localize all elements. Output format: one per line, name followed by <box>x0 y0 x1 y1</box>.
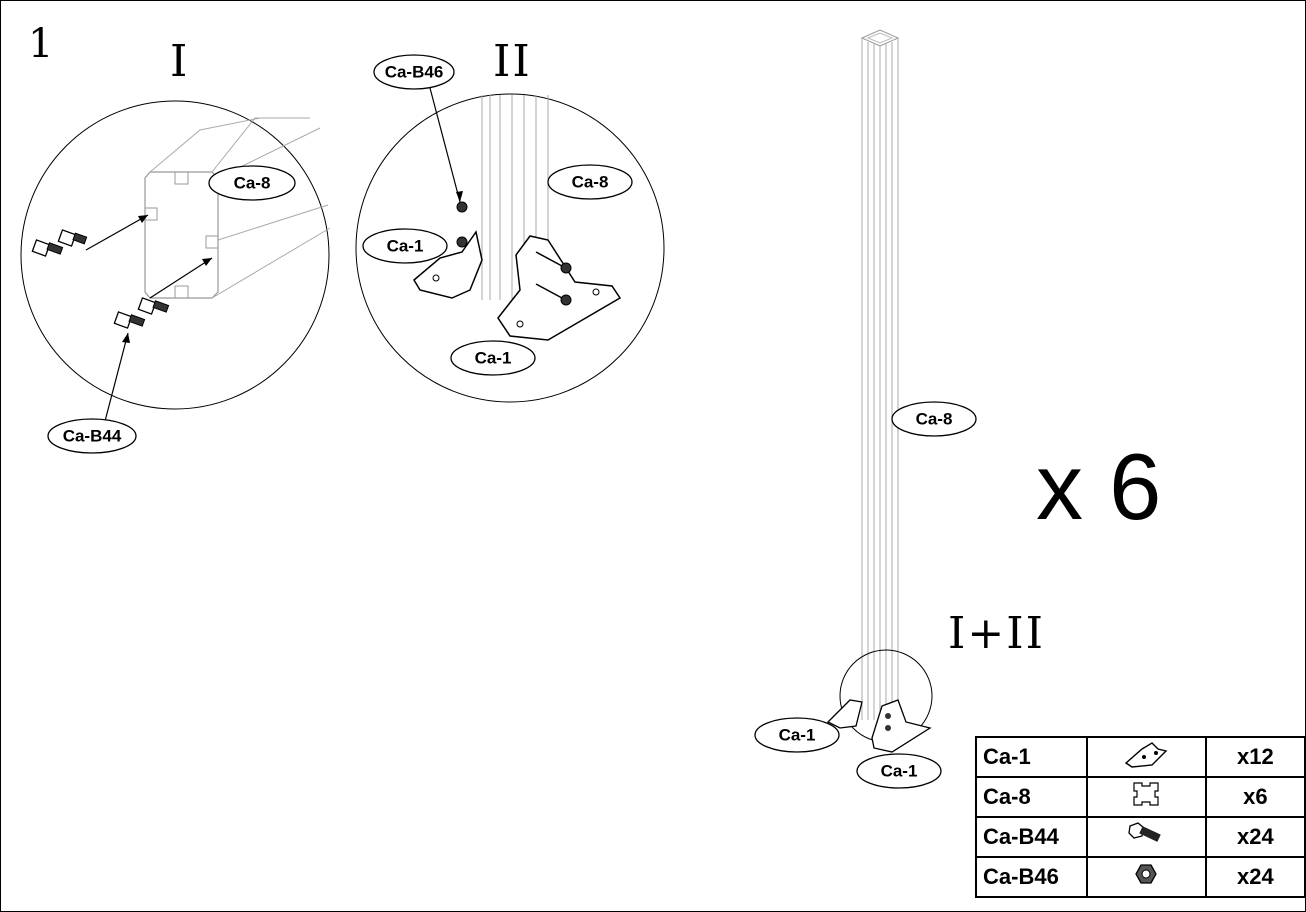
detail-label-i: I <box>170 36 190 87</box>
bracket-right <box>497 235 622 341</box>
profile-post <box>481 95 549 300</box>
callout-main-bracket-right: Ca-1 <box>881 762 918 781</box>
step-number: 1 <box>28 21 54 67</box>
bolt-icon <box>137 297 170 315</box>
bolt-icon <box>57 229 88 247</box>
detail-i: Ca-8 Ca-B44 <box>20 100 331 454</box>
table-row: Ca-1 x12 <box>975 736 1306 778</box>
detail-label-ii: II <box>493 36 532 87</box>
profile-end-face <box>144 171 219 299</box>
bracket-icon <box>1085 736 1207 778</box>
table-row: Ca-8 x6 <box>975 776 1306 818</box>
detail-ii: Ca-B46 Ca-8 Ca-1 Ca-1 <box>355 54 665 403</box>
callout-detail2-bracket-right: Ca-1 <box>475 349 512 368</box>
part-qty: x6 <box>1204 776 1306 818</box>
part-qty: x24 <box>1204 816 1306 858</box>
callout-detail1-profile: Ca-8 <box>234 174 271 193</box>
callout-main-post: Ca-8 <box>916 410 953 429</box>
callout-detail2-profile: Ca-8 <box>572 173 609 192</box>
main-bracket-left <box>826 699 863 729</box>
part-code: Ca-B46 <box>975 856 1088 898</box>
quantity-multiplier: x 6 <box>1036 434 1162 539</box>
bolt-icon <box>113 311 146 329</box>
part-qty: x12 <box>1204 736 1306 778</box>
part-code: Ca-8 <box>975 776 1088 818</box>
callout-detail2-nut: Ca-B46 <box>385 63 444 82</box>
bolt-icon <box>1085 816 1207 858</box>
profile-section-icon <box>1085 776 1207 818</box>
parts-table: Ca-1 x12 Ca-8 x6 Ca-B44 x24 Ca-B46 x24 <box>975 736 1306 898</box>
nut-icon <box>1085 856 1207 898</box>
main-bracket-right <box>871 699 932 753</box>
callout-detail2-bracket-left: Ca-1 <box>387 237 424 256</box>
callout-main-bracket-left: Ca-1 <box>779 726 816 745</box>
main-post: Ca-8 Ca-1 Ca-1 <box>754 29 977 789</box>
bracket-left <box>413 230 483 299</box>
part-code: Ca-1 <box>975 736 1088 778</box>
detail-label-i-ii: I+II <box>948 608 1046 659</box>
bolt-icon <box>31 239 64 257</box>
table-row: Ca-B46 x24 <box>975 856 1306 898</box>
part-code: Ca-B44 <box>975 816 1088 858</box>
callout-detail1-bolt: Ca-B44 <box>63 427 122 446</box>
part-qty: x24 <box>1204 856 1306 898</box>
table-row: Ca-B44 x24 <box>975 816 1306 858</box>
